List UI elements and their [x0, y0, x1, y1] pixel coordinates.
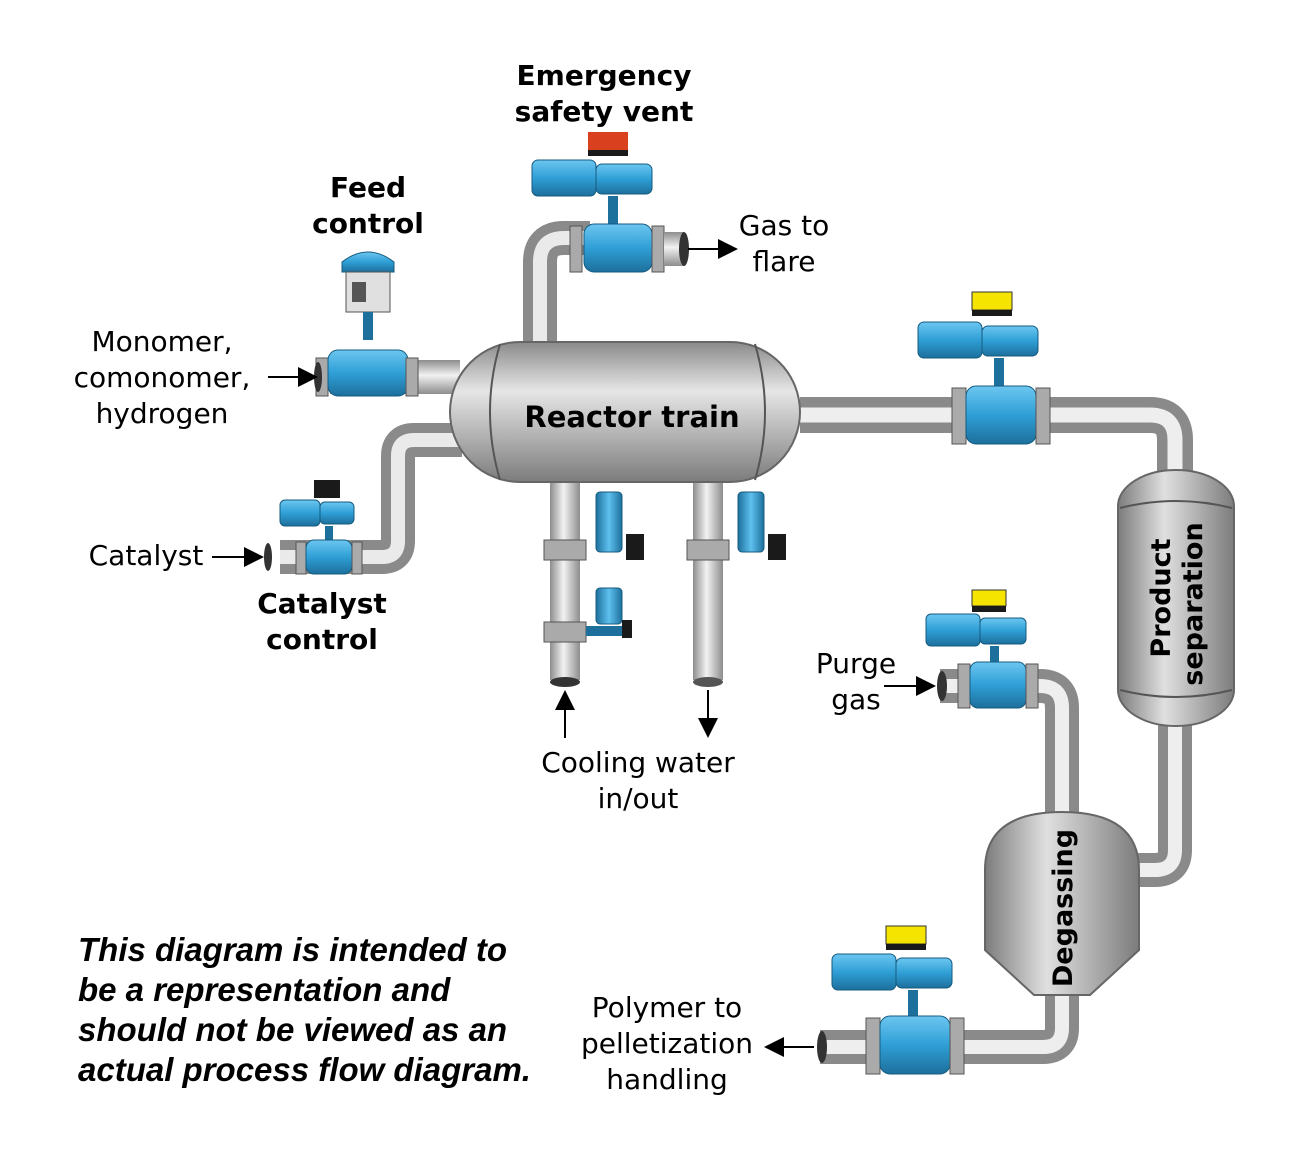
- catalyst-indicator: [314, 480, 340, 498]
- purge-gas-label: Purge gas: [815, 647, 897, 716]
- purge-gas-valve[interactable]: [925, 589, 1039, 709]
- cooling-out-valve[interactable]: [686, 491, 786, 561]
- purge-indicator: [971, 589, 1007, 607]
- product-separation-label-line1: Product: [1146, 538, 1177, 657]
- monomer-label: Monomer, comonomer, hydrogen: [73, 325, 251, 430]
- product-separation-vessel: [1117, 469, 1235, 727]
- catalyst-pipe: [280, 423, 462, 574]
- emergency-vent-valve[interactable]: [531, 132, 689, 273]
- reactor-vessel: [449, 341, 801, 483]
- pipes: [280, 221, 1193, 1064]
- reactor-label: Reactor train: [524, 400, 739, 434]
- catalyst-label: Catalyst: [88, 539, 204, 572]
- gas-to-flare-label: Gas to flare: [738, 209, 830, 278]
- flow-arrows: [212, 239, 936, 1057]
- polymer-output-label: Polymer to pelletization handling: [580, 991, 754, 1096]
- catalyst-control-label: Catalyst control: [257, 587, 387, 656]
- product-line-valve[interactable]: [917, 291, 1051, 445]
- cooling-out-pipe: [693, 480, 723, 680]
- vent-cap-indicator: [588, 132, 628, 152]
- product-indicator: [971, 291, 1013, 311]
- feed-control-valve[interactable]: [314, 251, 419, 397]
- product-separation-label-line2: separation: [1178, 522, 1209, 685]
- cooling-in-valve-lower[interactable]: [543, 587, 632, 643]
- disclaimer-note: This diagram is intended to be a represe…: [78, 931, 531, 1088]
- cooling-in-valve-upper[interactable]: [543, 491, 644, 561]
- polymer-out-valve[interactable]: [817, 925, 965, 1075]
- cooling-water-label: Cooling water in/out: [541, 746, 735, 815]
- catalyst-control-valve[interactable]: [264, 480, 363, 575]
- cooling-in-pipe: [550, 480, 580, 680]
- emergency-vent-label: Emergency safety vent: [514, 59, 694, 128]
- polymer-indicator: [885, 925, 927, 945]
- feed-control-label: Feed control: [312, 171, 424, 240]
- degassing-label: Degassing: [1048, 829, 1079, 987]
- degassing-vessel: [984, 810, 1140, 996]
